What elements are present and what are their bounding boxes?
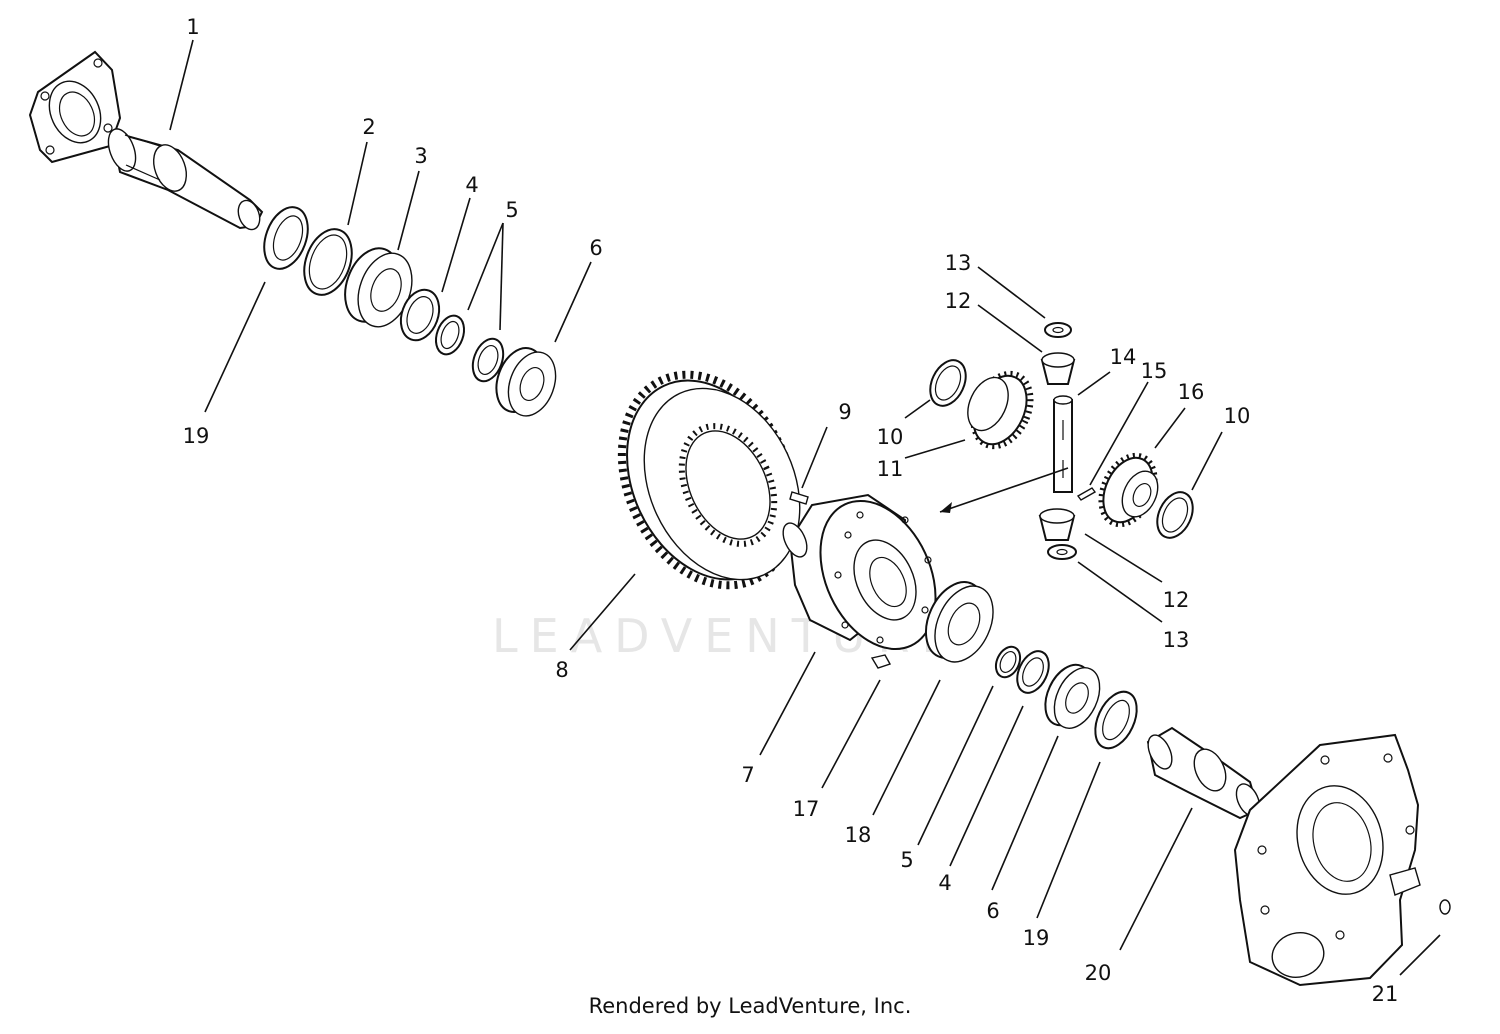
part-flange-left bbox=[28, 50, 122, 164]
callout-13-bottom: 13 bbox=[1163, 628, 1190, 652]
callout-4: 4 bbox=[465, 173, 478, 197]
part-snap-ring-5b bbox=[471, 337, 505, 383]
part-bolt-17 bbox=[870, 654, 892, 669]
callout-6-right: 6 bbox=[986, 899, 999, 923]
part-snap-ring-5a bbox=[434, 314, 466, 356]
part-bearing-3 bbox=[344, 247, 413, 328]
callout-4-right: 4 bbox=[938, 871, 951, 895]
callout-14: 14 bbox=[1110, 345, 1137, 369]
callout-5-right: 5 bbox=[900, 848, 913, 872]
part-bearing-18 bbox=[924, 581, 994, 663]
part-pin-9 bbox=[789, 491, 809, 505]
part-snap-ring-5-right bbox=[994, 645, 1022, 679]
callout-5: 5 bbox=[505, 198, 518, 222]
part-seal-19-right bbox=[1094, 690, 1138, 750]
callout-8: 8 bbox=[555, 658, 568, 682]
part-housing-21 bbox=[1233, 733, 1451, 987]
part-pinion-12-top bbox=[1040, 352, 1076, 385]
part-thrust-washer-10-left bbox=[929, 359, 967, 407]
part-ring-gear-8 bbox=[617, 370, 801, 590]
callout-9: 9 bbox=[838, 400, 851, 424]
callout-labels: 1 2 3 4 5 6 19 13 12 14 15 16 10 9 10 11… bbox=[183, 15, 1399, 1006]
callout-7: 7 bbox=[741, 763, 754, 787]
footer-credit: Rendered by LeadVenture, Inc. bbox=[588, 994, 912, 1018]
callout-12-bottom: 12 bbox=[1163, 588, 1190, 612]
callout-12-top: 12 bbox=[945, 289, 972, 313]
callout-17: 17 bbox=[793, 797, 820, 821]
callout-11: 11 bbox=[877, 457, 904, 481]
part-washer-13-bottom bbox=[1047, 544, 1077, 560]
callout-3: 3 bbox=[414, 144, 427, 168]
part-axle-shaft-left bbox=[107, 128, 264, 231]
part-side-gear-11 bbox=[967, 370, 1034, 450]
callout-1: 1 bbox=[186, 15, 199, 39]
part-thrust-washer-10-right bbox=[1156, 491, 1194, 539]
part-pinion-12-bottom bbox=[1038, 508, 1076, 541]
part-pin-15 bbox=[1076, 487, 1097, 501]
callout-10-left: 10 bbox=[877, 425, 904, 449]
part-bearing-6-right bbox=[1044, 663, 1101, 729]
part-cross-shaft-14 bbox=[1053, 395, 1073, 493]
part-ring-4-right bbox=[1016, 650, 1050, 694]
callout-10-right: 10 bbox=[1224, 404, 1251, 428]
part-bearing-6-left bbox=[495, 347, 557, 417]
part-shim-2 bbox=[303, 228, 353, 296]
part-side-gear-16 bbox=[1098, 452, 1159, 528]
callout-21: 21 bbox=[1372, 982, 1399, 1006]
callout-13-top: 13 bbox=[945, 251, 972, 275]
part-seal-19-left bbox=[263, 206, 309, 270]
callout-2: 2 bbox=[362, 115, 375, 139]
callout-19-right: 19 bbox=[1023, 926, 1050, 950]
callout-15: 15 bbox=[1141, 359, 1168, 383]
callout-18: 18 bbox=[845, 823, 872, 847]
part-differential-case-7 bbox=[782, 493, 937, 651]
callout-16: 16 bbox=[1178, 380, 1205, 404]
part-ring-4-left bbox=[399, 288, 441, 342]
callout-19: 19 bbox=[183, 424, 210, 448]
part-axle-shaft-right bbox=[1146, 726, 1261, 820]
callout-20: 20 bbox=[1085, 961, 1112, 985]
callout-6: 6 bbox=[589, 236, 602, 260]
part-washer-13-top bbox=[1044, 322, 1072, 338]
leader-lines bbox=[169, 39, 1441, 976]
